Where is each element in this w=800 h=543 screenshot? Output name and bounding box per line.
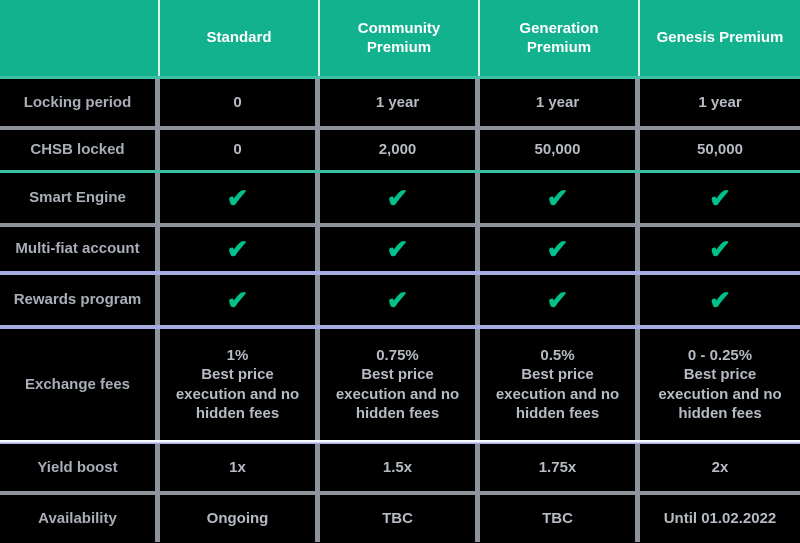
cell-value: 2x [640,444,800,491]
header-empty-cell [0,0,160,76]
cell-value: 2,000 [320,130,480,170]
cell-check: ✔ [320,227,480,271]
cell-check: ✔ [320,173,480,223]
cell-value: 50,000 [640,130,800,170]
row-divider [0,491,800,495]
cell-check: ✔ [480,227,640,271]
check-icon: ✔ [386,285,409,315]
cell-value: TBC [320,495,480,542]
check-icon: ✔ [226,183,249,213]
column-header-label: Standard [206,29,272,47]
column-header-genesis-premium: Genesis Premium [640,0,800,76]
check-icon: ✔ [709,234,731,264]
column-header-standard: Standard [160,0,320,76]
fee-note: Best price execution and no hidden fees [335,366,460,422]
cell-value: Ongoing [160,495,320,542]
row-label: Rewards program [0,275,160,325]
check-icon: ✔ [546,234,569,264]
cell-value: 1x [160,444,320,491]
table-header: Standard Community Premium Generation Pr… [0,0,800,76]
row-divider [0,271,800,275]
cell-value: 0 [160,130,320,170]
check-icon: ✔ [386,234,409,264]
check-icon: ✔ [546,183,569,213]
fee-value: 0.5% [540,346,575,364]
cell-value: 1 year [480,79,640,126]
row-divider [0,440,800,444]
cell-value: 1 year [640,79,800,126]
check-icon: ✔ [709,285,731,315]
check-icon: ✔ [386,183,409,213]
row-yield-boost: Yield boost 1x 1.5x 1.75x 2x [0,444,800,491]
cell-value: 1.5x [320,444,480,491]
cell-check: ✔ [640,173,800,223]
row-label: Yield boost [0,444,160,491]
row-label: Exchange fees [0,329,160,440]
row-chsb-locked: CHSB locked 0 2,000 50,000 50,000 [0,130,800,170]
row-label: Multi-fiat account [0,227,160,271]
check-icon: ✔ [546,285,569,315]
cell-check: ✔ [160,173,320,223]
cell-check: ✔ [160,227,320,271]
check-icon: ✔ [709,183,731,213]
check-icon: ✔ [226,234,249,264]
column-header-generation-premium: Generation Premium [480,0,640,76]
fee-value: 1% [226,346,249,364]
row-multi-fiat-account: Multi-fiat account ✔ ✔ ✔ ✔ [0,227,800,271]
cell-check: ✔ [480,173,640,223]
row-rewards-program: Rewards program ✔ ✔ ✔ ✔ [0,275,800,325]
row-label: Smart Engine [0,173,160,223]
row-locking-period: Locking period 0 1 year 1 year 1 year [0,79,800,126]
row-availability: Availability Ongoing TBC TBC Until 01.02… [0,495,800,542]
cell-check: ✔ [640,275,800,325]
row-divider [0,223,800,227]
cell-value: 1.75x [480,444,640,491]
row-label: CHSB locked [0,130,160,170]
cell-fee: 0.5% Best price execution and no hidden … [480,329,640,440]
cell-check: ✔ [640,227,800,271]
row-smart-engine: Smart Engine ✔ ✔ ✔ ✔ [0,173,800,223]
column-header-label: Community Premium [357,19,441,57]
fee-note: Best price execution and no hidden fees [495,366,620,422]
column-header-label: Generation Premium [519,19,599,57]
row-divider [0,170,800,173]
fee-value: 0.75% [376,346,419,364]
row-divider [0,76,800,79]
cell-value: 50,000 [480,130,640,170]
row-divider [0,325,800,329]
row-label: Locking period [0,79,160,126]
cell-check: ✔ [160,275,320,325]
check-icon: ✔ [226,285,249,315]
cell-fee: 1% Best price execution and no hidden fe… [160,329,320,440]
column-header-community-premium: Community Premium [320,0,480,76]
cell-fee: 0.75% Best price execution and no hidden… [320,329,480,440]
fee-note: Best price execution and no hidden fees [658,366,782,422]
row-label: Availability [0,495,160,542]
cell-check: ✔ [480,275,640,325]
row-exchange-fees: Exchange fees 1% Best price execution an… [0,329,800,440]
cell-value: Until 01.02.2022 [640,495,800,542]
fee-value: 0 - 0.25% [687,346,753,364]
fee-note: Best price execution and no hidden fees [175,366,300,422]
column-header-label: Genesis Premium [656,29,784,47]
cell-check: ✔ [320,275,480,325]
cell-value: 1 year [320,79,480,126]
cell-fee: 0 - 0.25% Best price execution and no hi… [640,329,800,440]
cell-value: 0 [160,79,320,126]
cell-value: TBC [480,495,640,542]
row-divider [0,126,800,130]
